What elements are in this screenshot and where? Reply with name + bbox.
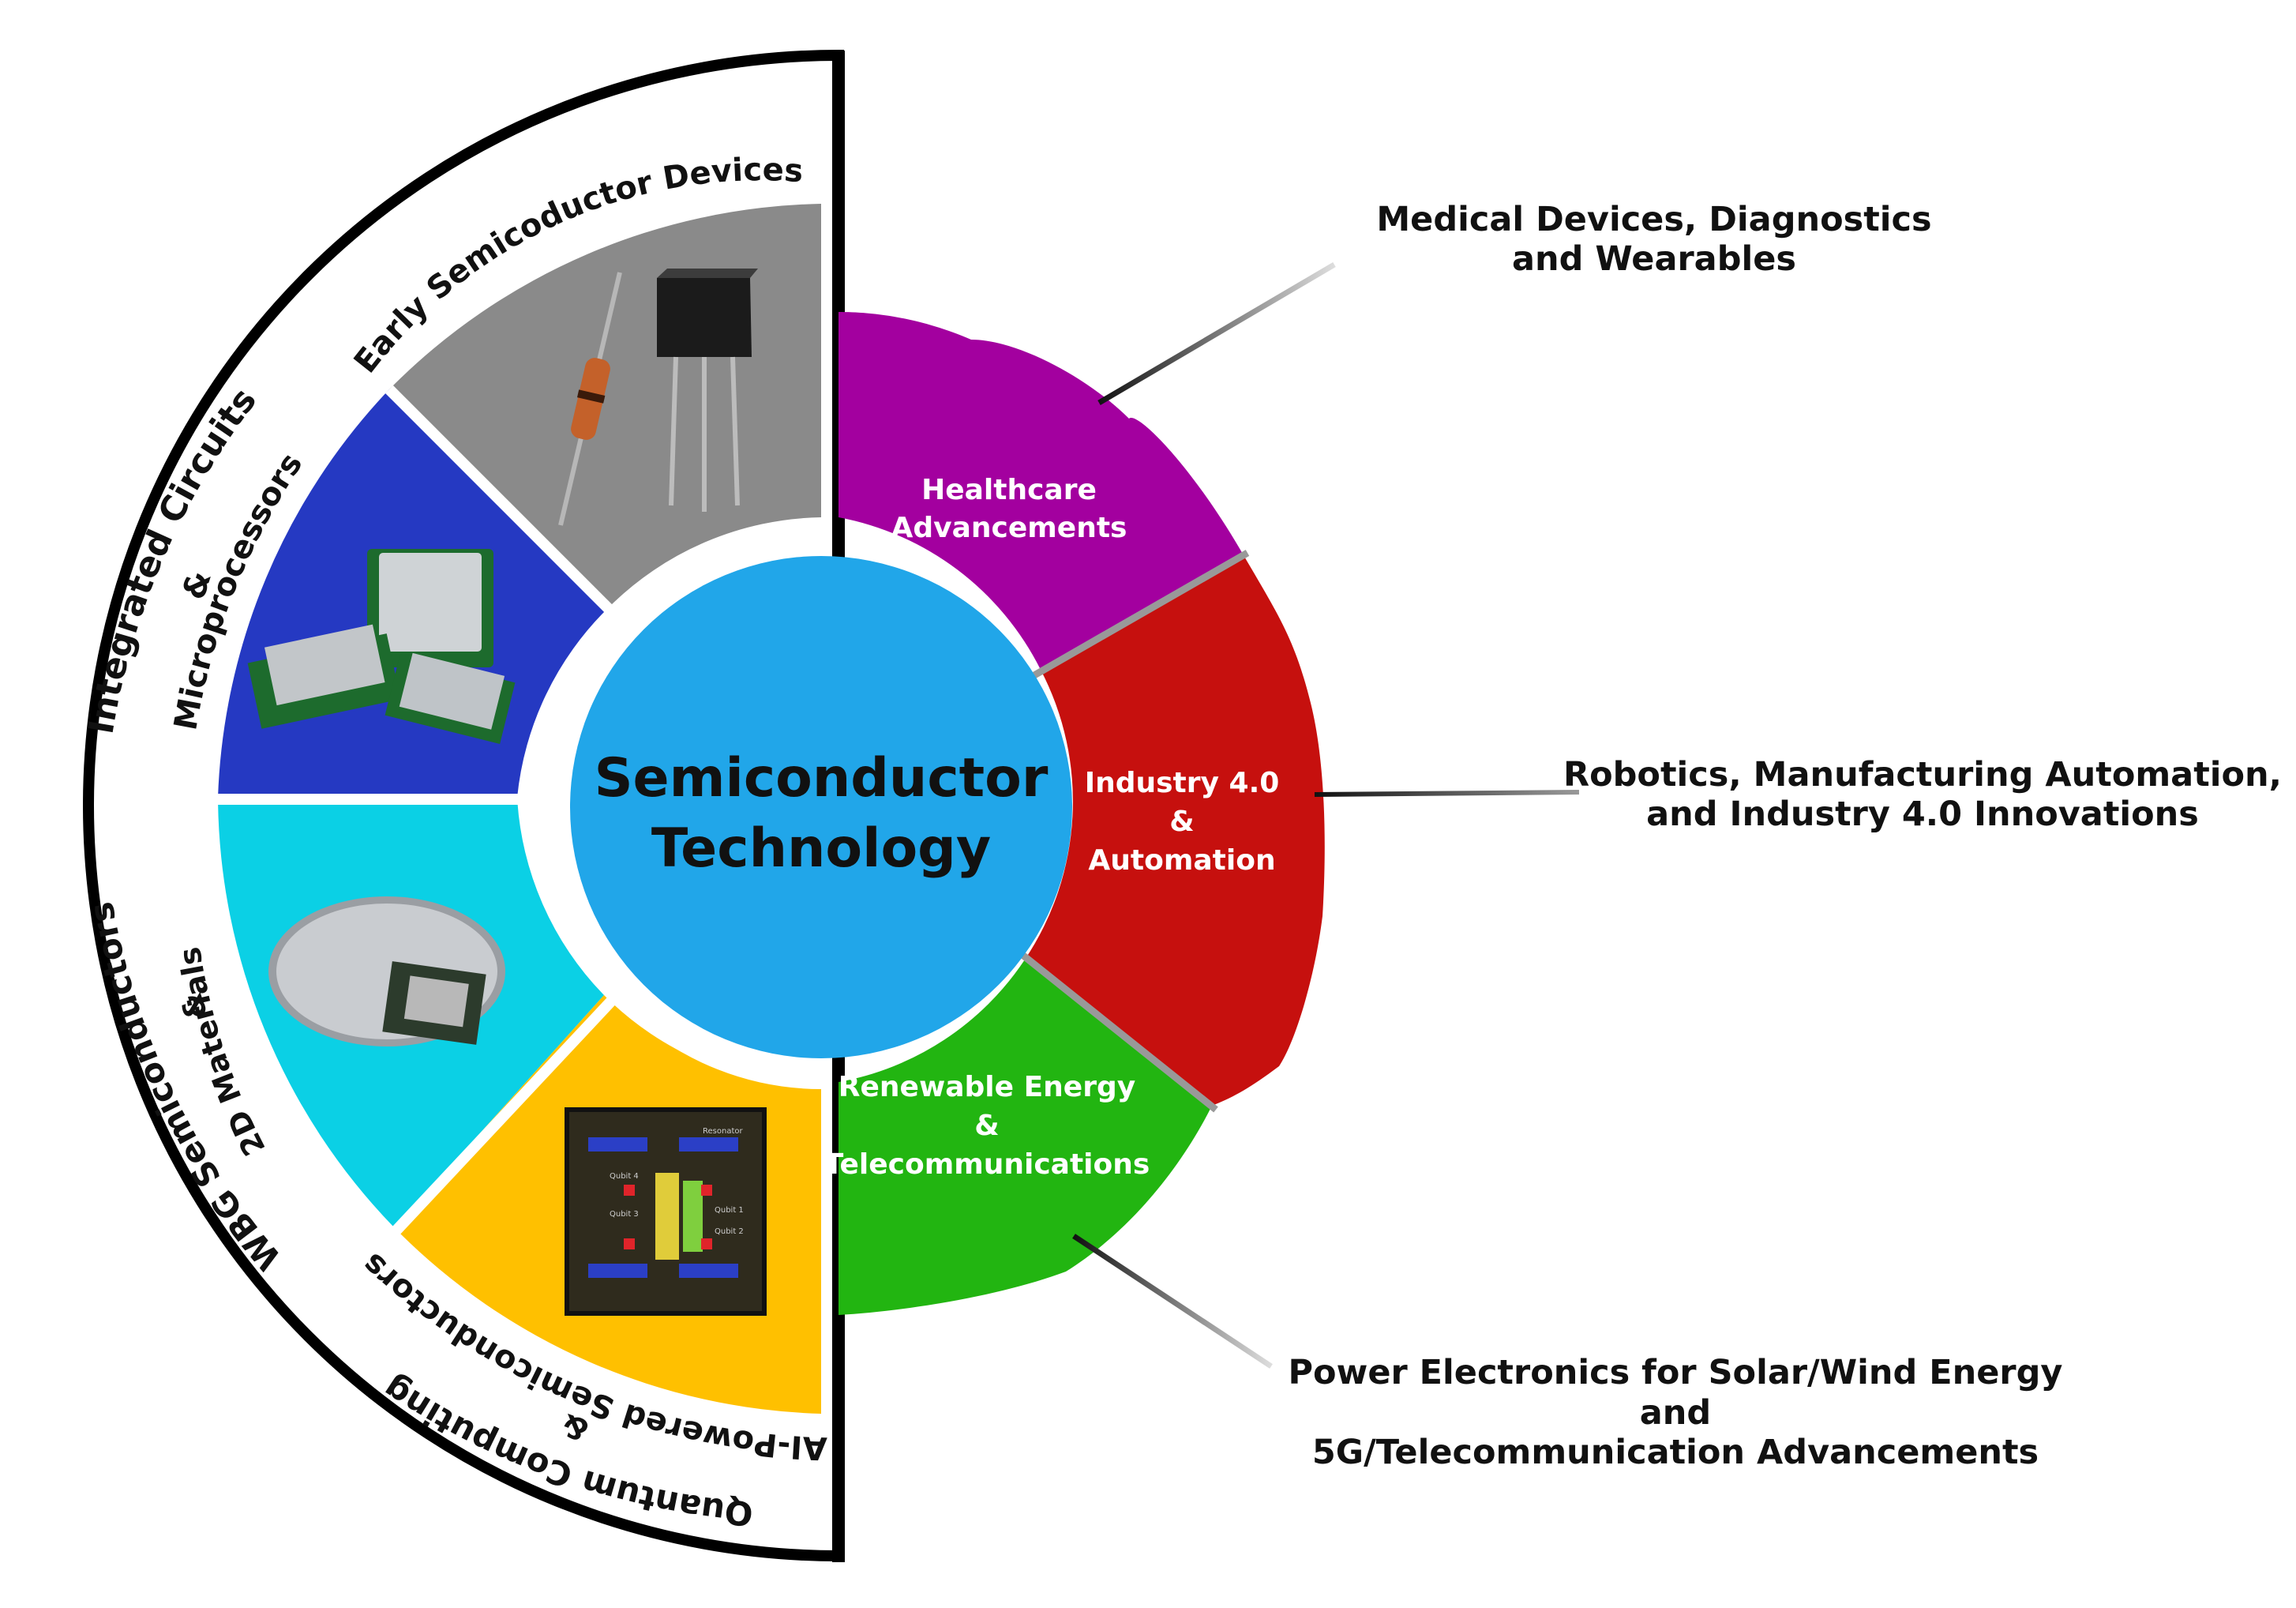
center-title-line1: Semiconductor — [595, 747, 1049, 810]
industry-label-line2: & — [1169, 806, 1194, 838]
industry-label-line3: Automation — [1088, 844, 1275, 877]
healthcare-label-line1: Healthcare — [921, 474, 1097, 506]
callout-industry-line1: Robotics, Manufacturing Automation, — [1563, 755, 2282, 795]
connector-industry — [1314, 790, 1580, 797]
cpu-chips-illustration — [247, 549, 516, 744]
callout-industry-line2: and Industry 4.0 Innovations — [1646, 795, 2199, 834]
industry-segment — [1025, 555, 1325, 1106]
transistor-illustration — [657, 269, 758, 512]
divider-wbg-ai — [390, 975, 636, 1236]
healthcare-segment — [838, 312, 1244, 670]
wafer-illustration — [268, 896, 505, 1046]
callout-renewable-line3: 5G/Telecommunication Advancements — [1312, 1433, 2039, 1472]
renewable-label-line1: Renewable Energy — [838, 1071, 1135, 1103]
divider-health-industry — [1032, 550, 1250, 678]
callout-renewable-line1: Power Electronics for Solar/Wind Energy — [1289, 1353, 2063, 1392]
chip-qubit4-label: Qubit 4 — [610, 1172, 639, 1181]
inner-white-arc — [539, 525, 822, 1089]
renewable-segment — [838, 960, 1212, 1315]
diode-illustration — [558, 272, 622, 526]
industry-label-line1: Industry 4.0 — [1085, 767, 1280, 799]
divider-early-ic — [385, 385, 636, 636]
chip-resonator-label: Resonator — [703, 1127, 743, 1136]
center-title-line2: Technology — [651, 817, 991, 880]
divider-industry-renew — [1016, 949, 1218, 1113]
connector-healthcare — [1097, 261, 1336, 406]
healthcare-label-line2: Advancements — [891, 512, 1127, 544]
center-circle — [570, 556, 1072, 1058]
chip-qubit3-label: Qubit 3 — [610, 1210, 639, 1219]
connector-renewable — [1072, 1234, 1273, 1369]
chip-qubit1-label: Qubit 1 — [715, 1206, 744, 1215]
callout-renewable-line2: and — [1640, 1393, 1711, 1433]
chip-qubit2-label: Qubit 2 — [715, 1227, 744, 1236]
callout-healthcare-line2: and Wearables — [1512, 239, 1796, 279]
renewable-label-line3: Telecommunications — [824, 1148, 1150, 1181]
quantum-chip-illustration: Resonator Qubit 1 Qubit 2 Qubit 3 Qubit … — [565, 1107, 767, 1316]
renewable-label-line2: & — [974, 1110, 999, 1142]
callout-healthcare-line1: Medical Devices, Diagnostics — [1376, 200, 1931, 239]
